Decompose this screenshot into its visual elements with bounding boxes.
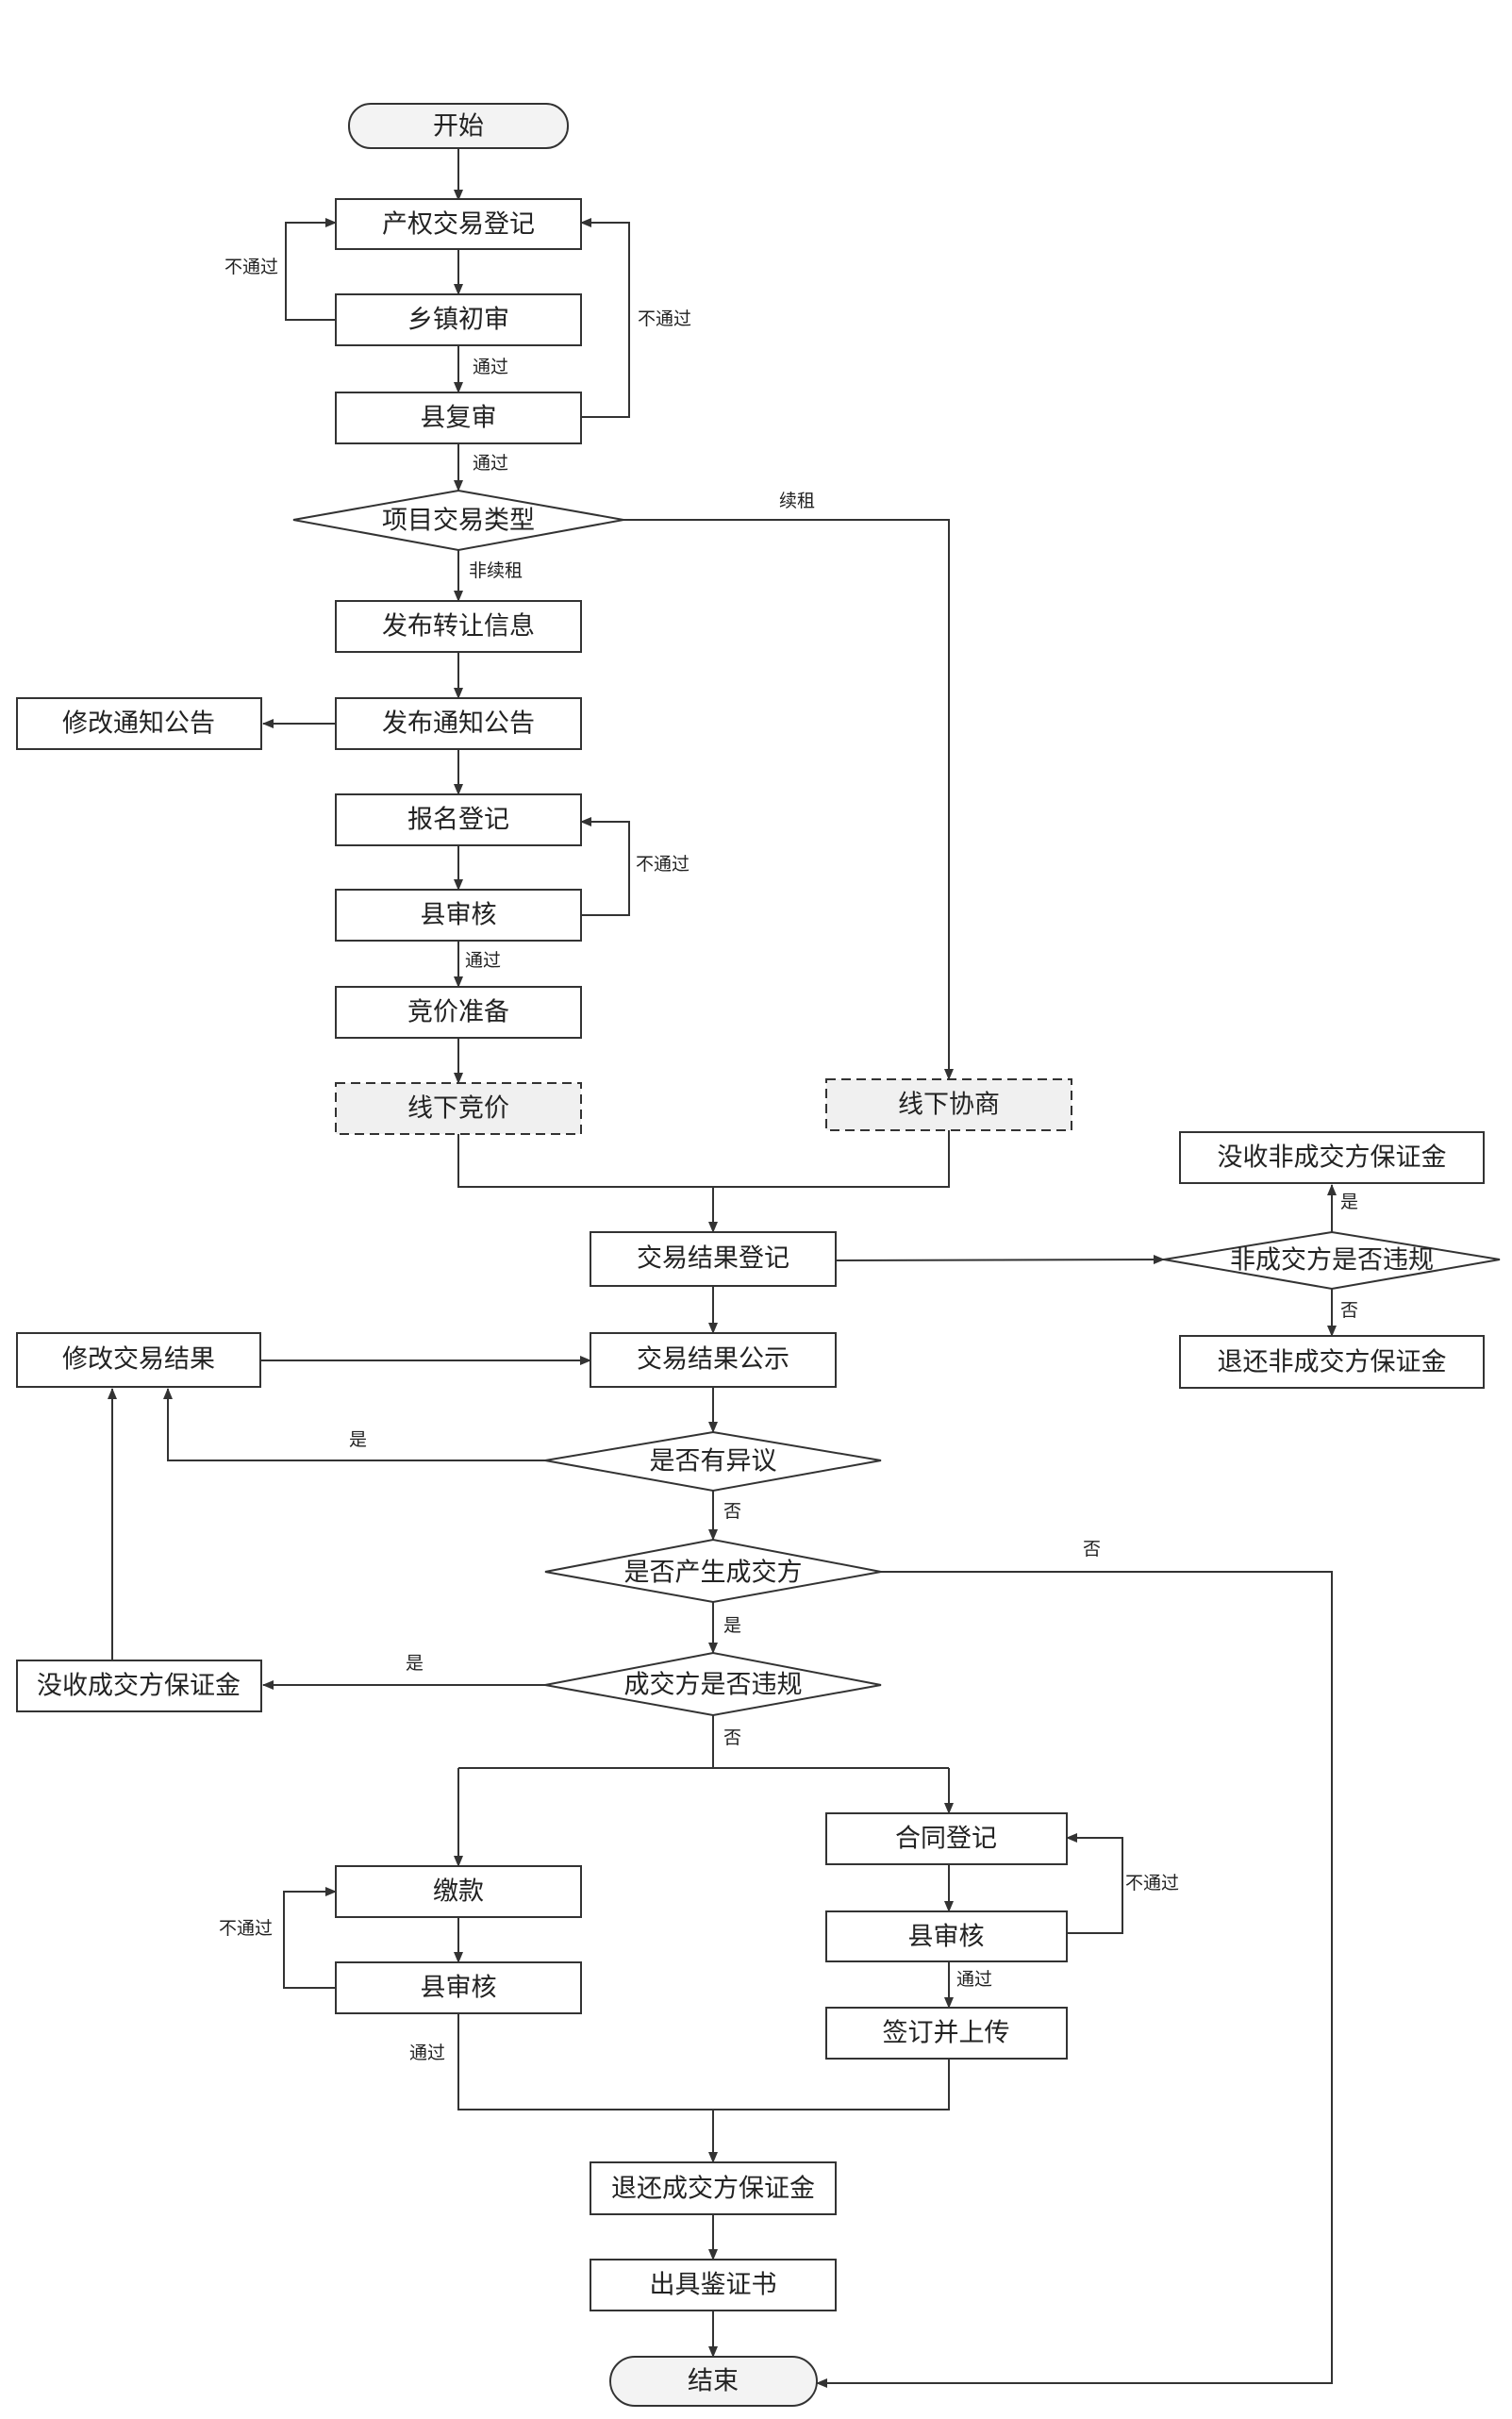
label-payment-pass: 通过 <box>409 2043 445 2063</box>
svg-text:没收成交方保证金: 没收成交方保证金 <box>37 1672 241 1701</box>
payment-audit-box: 县审核 <box>335 1961 582 2014</box>
refund-non-winner-box: 退还非成交方保证金 <box>1179 1335 1485 1389</box>
label-contract-pass: 通过 <box>956 1969 992 1990</box>
label-renewal: 续租 <box>779 491 815 511</box>
svg-text:成交方是否违规: 成交方是否违规 <box>624 1671 803 1700</box>
arrow-objection-modify <box>163 1388 545 1461</box>
arrow-county-fail-loop <box>580 218 630 418</box>
svg-text:项目交易类型: 项目交易类型 <box>382 507 535 536</box>
svg-text:交易结果登记: 交易结果登记 <box>637 1244 789 1274</box>
label-non-renewal: 非续租 <box>469 560 523 581</box>
svg-text:是否有异议: 是否有异议 <box>650 1447 777 1476</box>
end-terminal: 结束 <box>609 2356 818 2407</box>
confiscate-winner-box: 没收成交方保证金 <box>16 1660 262 1712</box>
label-violation-no: 否 <box>723 1727 741 1748</box>
svg-text:发布通知公告: 发布通知公告 <box>382 709 535 739</box>
label-objection-yes: 是 <box>349 1429 367 1450</box>
svg-text:出具鉴证书: 出具鉴证书 <box>650 2271 777 2300</box>
arrow-town-fail-loop <box>285 218 337 321</box>
start-terminal: 开始 <box>348 103 569 149</box>
svg-text:报名登记: 报名登记 <box>407 806 509 835</box>
project-type-decision: 项目交易类型 <box>292 489 624 552</box>
winner-violation-decision: 成交方是否违规 <box>544 1651 882 1717</box>
payment-box: 缴款 <box>335 1865 582 1918</box>
signup-audit-box: 县审核 <box>335 889 582 942</box>
arrow-contract-fail-loop <box>1066 1833 1123 1934</box>
label-signup-pass: 通过 <box>465 950 501 971</box>
label-signup-fail: 不通过 <box>636 854 690 875</box>
svg-text:没收非成交方保证金: 没收非成交方保证金 <box>1218 1143 1447 1173</box>
sign-upload-box: 签订并上传 <box>825 2007 1068 2060</box>
result-publicity-box: 交易结果公示 <box>590 1332 837 1388</box>
label-winner-yes: 是 <box>723 1615 741 1636</box>
label-nonwinner-no: 否 <box>1340 1300 1358 1321</box>
winner-produced-decision: 是否产生成交方 <box>544 1538 882 1604</box>
label-winner-no: 否 <box>1083 1539 1101 1560</box>
svg-text:非成交方是否违规: 非成交方是否违规 <box>1230 1246 1434 1276</box>
line-merge-offline <box>457 1130 950 1188</box>
svg-text:发布转让信息: 发布转让信息 <box>382 612 535 642</box>
label-payment-fail: 不通过 <box>219 1918 273 1939</box>
contract-audit-box: 县审核 <box>825 1910 1068 1962</box>
publish-notice-box: 发布通知公告 <box>335 697 582 750</box>
modify-notice-box: 修改通知公告 <box>16 697 262 750</box>
town-review-box: 乡镇初审 <box>335 293 582 346</box>
refund-winner-box: 退还成交方保证金 <box>590 2161 837 2215</box>
label-objection-no: 否 <box>723 1501 741 1522</box>
arrow-winner-end <box>816 1571 1333 2388</box>
connectors <box>108 148 1337 2388</box>
register-box: 产权交易登记 <box>335 198 582 250</box>
label-county-pass: 通过 <box>473 453 508 474</box>
end-label: 结束 <box>688 2367 739 2396</box>
label-violation-yes: 是 <box>406 1653 424 1674</box>
bid-prep-box: 竞价准备 <box>335 986 582 1039</box>
contract-register-box: 合同登记 <box>825 1812 1068 1865</box>
label-town-fail: 不通过 <box>224 257 278 277</box>
svg-text:签订并上传: 签订并上传 <box>883 2019 1010 2048</box>
svg-text:修改通知公告: 修改通知公告 <box>62 709 215 739</box>
svg-text:修改交易结果: 修改交易结果 <box>62 1345 215 1375</box>
svg-text:线下竞价: 线下竞价 <box>407 1094 509 1124</box>
arrow-type-negotiation <box>623 519 954 1080</box>
result-register-box: 交易结果登记 <box>590 1231 837 1287</box>
nodes: 开始 产权交易登记 乡镇初审 县复审 项目交易类型 发布转让信息 发布通知公告 <box>16 103 1501 2407</box>
label-county-fail: 不通过 <box>638 309 691 329</box>
confiscate-non-winner-box: 没收非成交方保证金 <box>1179 1131 1485 1184</box>
offline-negotiation-box: 线下协商 <box>825 1078 1072 1131</box>
svg-text:合同登记: 合同登记 <box>895 1825 997 1854</box>
signup-box: 报名登记 <box>335 793 582 846</box>
objection-decision: 是否有异议 <box>544 1430 882 1493</box>
non-winner-violation-decision: 非成交方是否违规 <box>1163 1230 1501 1291</box>
svg-text:退还非成交方保证金: 退还非成交方保证金 <box>1218 1348 1447 1377</box>
svg-text:县审核: 县审核 <box>421 1974 497 2003</box>
modify-result-box: 修改交易结果 <box>16 1332 261 1388</box>
svg-text:乡镇初审: 乡镇初审 <box>407 306 509 335</box>
label-nonwinner-yes: 是 <box>1340 1192 1358 1212</box>
label-town-pass: 通过 <box>473 357 508 377</box>
svg-text:线下协商: 线下协商 <box>898 1091 1000 1120</box>
label-contract-fail: 不通过 <box>1125 1873 1179 1893</box>
svg-text:竞价准备: 竞价准备 <box>407 998 509 1027</box>
certificate-box: 出具鉴证书 <box>590 2259 837 2311</box>
publish-transfer-box: 发布转让信息 <box>335 600 582 653</box>
svg-text:交易结果公示: 交易结果公示 <box>637 1345 789 1375</box>
svg-text:县审核: 县审核 <box>421 901 497 930</box>
svg-text:县审核: 县审核 <box>908 1923 985 1952</box>
arrow-signup-fail-loop <box>580 817 630 916</box>
svg-text:缴款: 缴款 <box>433 1877 484 1907</box>
svg-text:退还成交方保证金: 退还成交方保证金 <box>611 2175 815 2204</box>
arrow-payment-fail-loop <box>283 1887 337 1989</box>
offline-bid-box: 线下竞价 <box>335 1082 582 1135</box>
start-label: 开始 <box>433 112 484 142</box>
county-review-box: 县复审 <box>335 392 582 444</box>
edge-labels: 不通过 不通过 通过 通过 续租 非续租 不通过 通过 是 否 是 否 否 是 … <box>219 257 1358 2063</box>
svg-text:产权交易登记: 产权交易登记 <box>382 210 535 240</box>
svg-text:县复审: 县复审 <box>421 404 497 433</box>
line-merge-final <box>457 2013 950 2110</box>
svg-text:是否产生成交方: 是否产生成交方 <box>624 1559 803 1588</box>
